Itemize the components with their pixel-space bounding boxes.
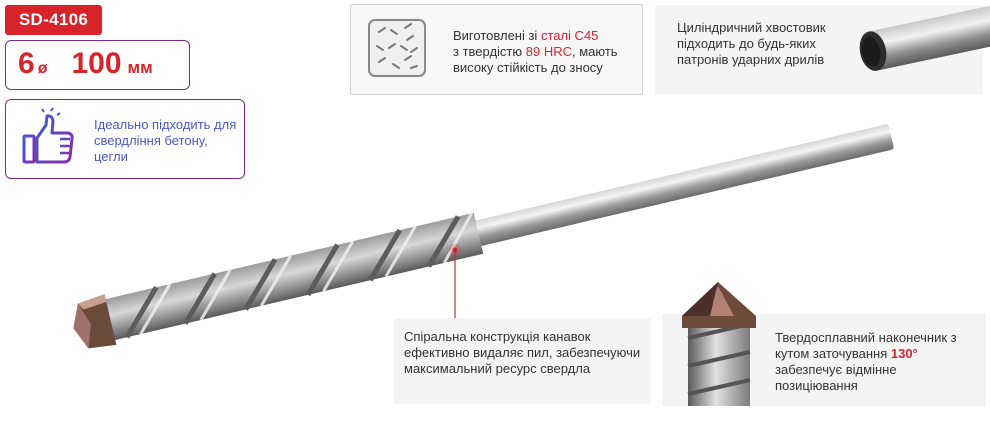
suitable-text: Ідеально підходить для свердління бетону… (94, 117, 237, 164)
steel-hardness: 89 HRC (525, 44, 572, 59)
tip-text-pre: Твердосплавний наконечник з кутом заточу… (775, 330, 957, 361)
tip-angle: 130° (890, 346, 918, 361)
steel-card: Виготовлені зі сталі С45 з твердістю 89 … (350, 4, 643, 95)
steel-line3: високу стійкість до зносу (453, 60, 603, 75)
drill-tip-image (682, 282, 756, 406)
steel-line2-post: , мають (572, 44, 618, 59)
length-unit: мм (127, 58, 153, 77)
steel-texture-icon (368, 19, 426, 77)
shank-card: Циліндричний хвостовик підходить до будь… (655, 4, 990, 94)
steel-line1-pre: Виготовлені зі (453, 28, 541, 43)
thumbs-up-icon (22, 107, 74, 164)
tip-text: Твердосплавний наконечник з кутом заточу… (775, 330, 980, 394)
diameter-symbol: ø (37, 60, 48, 77)
shank-text: Циліндричний хвостовик підходить до будь… (677, 20, 826, 67)
diameter-value: 6 (18, 47, 35, 80)
steel-grade: сталі С45 (540, 28, 599, 43)
drill-shank-image (859, 4, 990, 71)
tip-card: Твердосплавний наконечник з кутом заточу… (662, 282, 986, 406)
size-box: 6 ø 100 мм (5, 40, 190, 90)
sku-badge: SD-4106 (5, 5, 102, 35)
length-value: 100 (71, 47, 122, 80)
groove-card: Спіральна конструкція канавок ефективно … (394, 318, 651, 404)
steel-text: Виготовлені зі сталі С45 з твердістю 89 … (453, 28, 638, 76)
steel-line2-pre: з твердістю (453, 44, 526, 59)
groove-text: Спіральна конструкція канавок ефективно … (404, 329, 641, 376)
tip-text-post: забезпечує відмінне позиціювання (775, 362, 897, 393)
suitable-box: Ідеально підходить для свердління бетону… (5, 99, 245, 179)
